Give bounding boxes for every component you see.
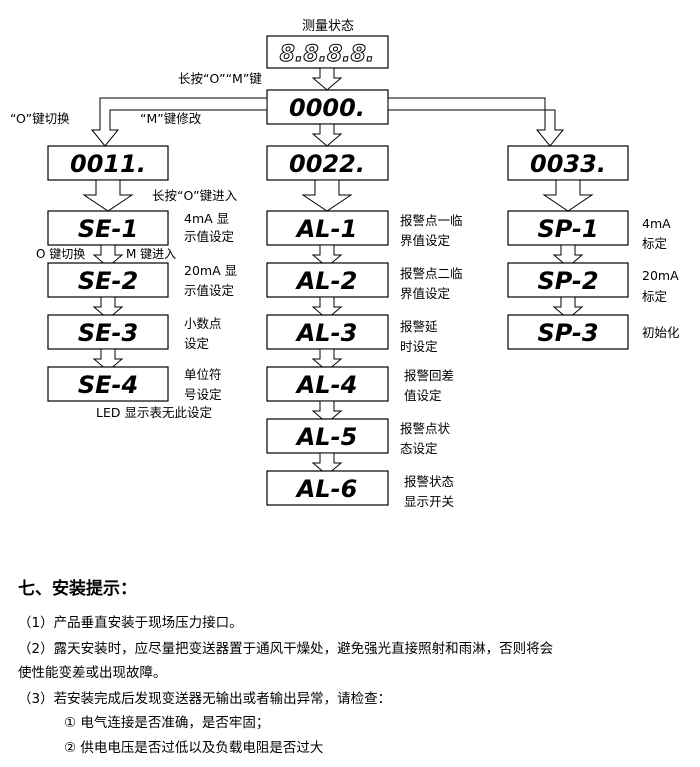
display-al4: AL-4 [266,366,389,402]
note-se3-line2: 设定 [184,336,209,351]
display-root: 0000. [266,89,389,125]
install-line-5: ① 电气连接是否准确，是否牢固； [64,715,270,731]
display-menu3-value: 0033. [530,150,606,178]
measure-state-label: 测量状态 [302,19,354,34]
long-press-o-label: 长按“O”键进入 [152,188,238,203]
arrow-root-to-menu2 [312,123,342,147]
display-sp1: SP-1 [507,210,629,246]
arrow-menu1-to-se1 [82,179,134,212]
note-sp3-line1: 初始化 [642,325,680,340]
install-line-2: （2）露天安装时，应尽量把变送器置于通风干燥处，避免强光直接照射和雨淋，否则将会 [18,641,554,657]
note-sp2-line2: 标定 [642,289,667,304]
note-al2-line1: 报警点二临 [400,266,463,281]
display-se1-value: SE-1 [78,215,138,243]
display-al6-value: AL-6 [295,475,358,503]
arrow-menu2-to-al1 [301,179,353,212]
display-se1: SE-1 [47,210,169,246]
install-line-1: （1）产品垂直安装于现场压力接口。 [18,615,243,631]
m-enter-label: M 键进入 [126,247,176,261]
display-sp1-value: SP-1 [537,215,598,243]
branch-arrows [90,97,565,147]
display-menu1: 0011. [47,145,169,181]
display-se2: SE-2 [47,262,169,298]
note-al4-line1: 报警回差 [404,368,454,383]
display-se3-value: SE-3 [78,319,138,347]
install-line-4: （3）若安装完成后发现变送器无输出或者输出异常，请检查： [18,691,392,707]
display-se4-value: SE-4 [78,371,138,399]
note-al2-line2: 界值设定 [400,286,450,301]
note-al1-line2: 界值设定 [400,233,450,248]
note-sp2-line1: 20mA [642,268,679,283]
display-al2-value: AL-2 [295,267,358,295]
note-se1-line1: 4mA 显 [184,211,229,226]
arrow-menu3-to-sp1 [542,179,594,212]
display-root-value: 0000. [289,94,365,122]
m-modify-label: “M”键修改 [140,111,202,126]
display-sp2-value: SP-2 [537,267,598,295]
install-line-3: 使性能变差或出现故障。 [18,665,167,681]
note-al5-line2: 态设定 [400,441,438,456]
display-measure: 8.8.8.8. [266,35,389,69]
display-al4-value: AL-4 [295,371,358,399]
note-al3-line1: 报警延 [400,319,438,334]
note-al4-line2: 值设定 [404,388,442,403]
display-menu3: 0033. [507,145,629,181]
note-sp1-line1: 4mA [642,216,671,231]
display-al5: AL-5 [266,418,389,454]
note-al5-line1: 报警点状 [400,421,451,436]
o-switch-short-label: O 键切换 [36,247,85,261]
note-se1-line2: 示值设定 [184,229,234,244]
display-sp3-value: SP-3 [537,319,598,347]
note-sp1-line2: 标定 [642,236,667,251]
note-se4-line1: 单位符 [184,367,222,382]
note-al1-line1: 报警点一临 [400,213,463,228]
note-se4-line2: 号设定 [184,387,222,402]
section-title: 七、安装提示： [18,579,137,599]
display-al2: AL-2 [266,262,389,298]
display-al1-value: AL-1 [295,215,358,243]
display-se4: SE-4 [47,366,169,402]
note-al6-line1: 报警状态 [404,474,454,489]
display-al3: AL-3 [266,314,389,350]
display-menu1-value: 0011. [70,150,146,178]
note-al6-line2: 显示开关 [404,494,454,509]
display-menu2: 0022. [266,145,389,181]
long-press-om-label: 长按“O”“M”键 [178,71,262,86]
display-se3: SE-3 [47,314,169,350]
note-se3-line1: 小数点 [184,316,222,331]
display-se2-value: SE-2 [78,267,138,295]
o-switch-label: “O”键切换 [10,111,70,126]
note-se2-line2: 示值设定 [184,283,234,298]
note-se2-line1: 20mA 显 [184,263,237,278]
display-sp2: SP-2 [507,262,629,298]
display-menu2-value: 0022. [289,150,365,178]
display-al3-value: AL-3 [295,319,358,347]
install-line-6: ② 供电电压是否过低以及负载电阻是否过大 [64,740,324,756]
arrow-measure-to-root [312,67,342,91]
display-al6: AL-6 [266,470,389,506]
led-note: LED 显示表无此设定 [96,405,212,420]
display-al1: AL-1 [266,210,389,246]
display-al5-value: AL-5 [295,423,358,451]
menu-flow-diagram: 测量状态 8.8.8.8. 长按“O”“M”键 0000. “O”键切换 “M”… [10,19,680,509]
display-measure-value: 8.8.8.8. [280,42,375,67]
display-sp3: SP-3 [507,314,629,350]
note-al3-line2: 时设定 [400,339,438,354]
